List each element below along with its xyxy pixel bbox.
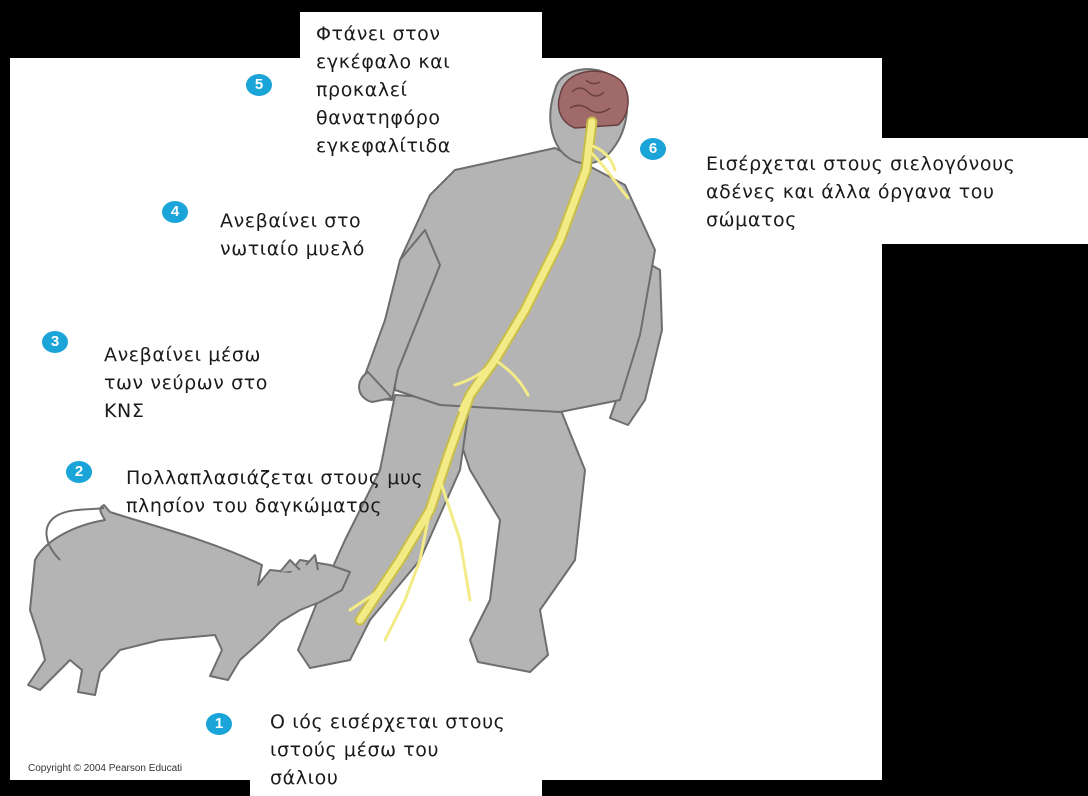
step-label-4: Ανεβαίνει στο νωτιαίο μυελό	[220, 207, 365, 263]
step-badge-4: 4	[162, 201, 188, 223]
step-label-2: Πολλαπλασιάζεται στους μυς πλησίον του δ…	[126, 464, 423, 520]
step-label-1: Ο ιός εισέρχεται στους ιστούς μέσω του σ…	[270, 708, 505, 792]
step-badge-1: 1	[206, 713, 232, 735]
dog-icon	[28, 505, 350, 695]
step-badge-6: 6	[640, 138, 666, 160]
step-label-5: Φτάνει στον εγκέφαλο και προκαλεί θανατη…	[316, 20, 451, 160]
step-label-6: Εισέρχεται στους σιελογόνους αδένες και …	[706, 150, 1015, 234]
step-badge-3: 3	[42, 331, 68, 353]
step-badge-2: 2	[66, 461, 92, 483]
step-label-3: Ανεβαίνει μέσω των νεύρων στο ΚΝΣ	[104, 341, 268, 425]
step-badge-5: 5	[246, 74, 272, 96]
copyright-notice: Copyright © 2004 Pearson Educati	[28, 763, 182, 774]
